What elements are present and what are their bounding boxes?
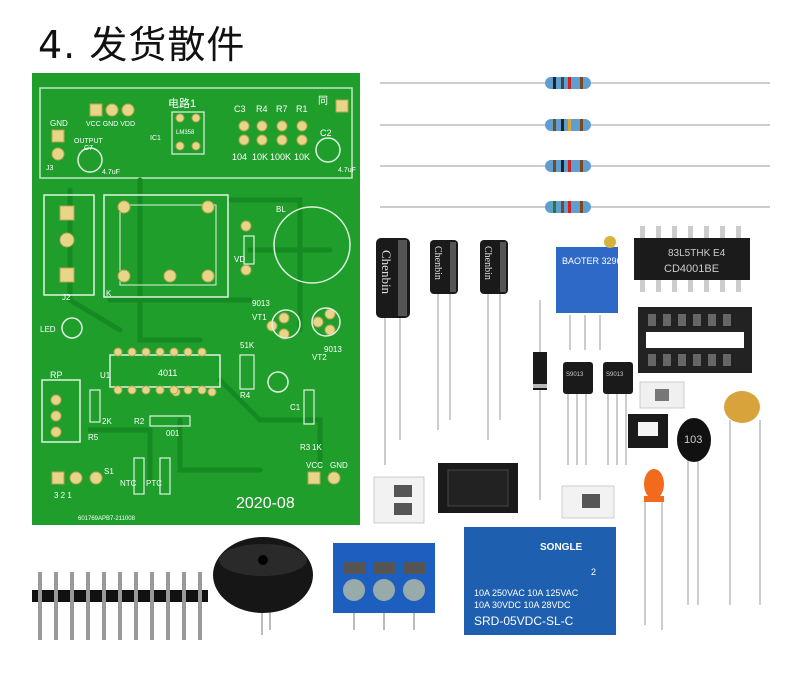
c3-label: C3 xyxy=(234,104,246,114)
s1-pins-label: 3 2 1 xyxy=(54,491,72,500)
transistor-1-label: S9013 xyxy=(566,372,584,378)
led-label: LED xyxy=(40,325,56,334)
j3-label: J3 xyxy=(46,165,54,172)
relay-rating-2: 10A 30VDC 10A 28VDC xyxy=(474,600,571,610)
ic-text-1: 83L5THK E4 xyxy=(668,248,726,259)
switches-and-ic xyxy=(373,463,615,524)
ic1-label: IC1 xyxy=(150,135,161,142)
capacitor-brand-2: Chenbin xyxy=(432,246,443,280)
value-104-label: 104 xyxy=(232,152,247,162)
1k-label: 1K xyxy=(312,443,322,452)
r5-label: R5 xyxy=(88,433,99,442)
output-label: OUTPUT xyxy=(74,138,104,145)
resistor-1 xyxy=(545,77,591,89)
bl-label: BL xyxy=(276,205,286,214)
value-10k-label: 10K xyxy=(252,152,268,162)
vcc-label: VCC xyxy=(306,461,323,470)
capacitor-brand-1: Chenbin xyxy=(379,250,394,295)
transistors: S9013 S9013 xyxy=(563,362,633,465)
tong-label: 同 xyxy=(318,95,328,107)
u1-label: U1 xyxy=(100,371,111,380)
r3-label: R3 xyxy=(300,443,311,452)
c1-label: C1 xyxy=(290,403,301,412)
r4-label: R4 xyxy=(256,104,268,114)
gnd-label: GND xyxy=(50,119,68,128)
001-label: 001 xyxy=(166,429,180,438)
buzzer xyxy=(213,537,313,635)
9013b-label: 9013 xyxy=(324,345,342,354)
electrolytic-capacitors: Chenbin Chenbin Chenbin xyxy=(376,238,508,465)
diode xyxy=(533,300,547,500)
ptc-label: PTC xyxy=(146,479,162,488)
vcc-gnd-vdd-label: VCC GND VDD xyxy=(86,121,135,128)
pcb-serial: 601769APB7-211008 xyxy=(78,516,136,522)
r2-label: R2 xyxy=(134,417,145,426)
pcb-date: 2020-08 xyxy=(236,495,295,512)
9013a-label: 9013 xyxy=(252,299,270,308)
vt1-label: VT1 xyxy=(252,313,267,322)
resistor-3 xyxy=(545,160,591,172)
dip-ic: 83L5THK E4 CD4001BE xyxy=(634,226,750,292)
transistor-2-label: S9013 xyxy=(606,372,624,378)
rp-label: RP xyxy=(50,370,63,380)
s1-label: S1 xyxy=(104,467,114,476)
2k-label: 2K xyxy=(102,417,112,426)
gnd2-label: GND xyxy=(330,461,348,470)
ntc-label: NTC xyxy=(120,479,137,488)
r4b-label: R4 xyxy=(240,391,251,400)
c7-value-label: 4.7uF xyxy=(102,169,120,176)
value-100k-label: 100K xyxy=(270,152,291,162)
relay-model: SRD-05VDC-SL-C xyxy=(474,614,574,628)
circuit-name-label: 电路1 xyxy=(168,97,196,110)
ic-text-2: CD4001BE xyxy=(664,263,719,275)
k-label: K xyxy=(106,289,112,298)
relay-ul-number: 2 xyxy=(591,567,596,577)
ic-socket xyxy=(638,307,752,373)
c2-value-label: 4.7uF xyxy=(338,167,356,174)
j2-label: J2 xyxy=(62,293,71,302)
resistor-2 xyxy=(545,119,591,131)
potentiometer: BAOTER 3296 xyxy=(556,236,622,350)
potentiometer-label: BAOTER 3296 xyxy=(562,256,622,266)
resistor-4 xyxy=(545,201,591,213)
pcb-board: 电路1 GND J3 VCC GND VDD OUTPUT C7 4.7uF I… xyxy=(32,73,360,525)
page-title: 4. 发货散件 xyxy=(38,23,246,67)
vt2-label: VT2 xyxy=(312,353,327,362)
small-parts: 103 xyxy=(628,381,761,630)
ic4011-label: 4011 xyxy=(158,368,177,378)
capacitor-brand-3: Chenbin xyxy=(482,246,493,280)
thermistor-label: 103 xyxy=(684,434,702,446)
relay-brand: SONGLE xyxy=(540,542,583,553)
relay: SONGLE 2 10A 250VAC 10A 125VAC 10A 30VDC… xyxy=(464,527,616,635)
pin-header xyxy=(32,572,208,640)
51k-label: 51K xyxy=(240,341,255,350)
r7-label: R7 xyxy=(276,104,288,114)
lm358-label: LM358 xyxy=(176,130,195,136)
screw-terminal xyxy=(333,543,435,630)
c7-label: C7 xyxy=(84,145,93,152)
value-10k2-label: 10K xyxy=(294,152,310,162)
c2-label: C2 xyxy=(320,128,332,138)
relay-rating-1: 10A 250VAC 10A 125VAC xyxy=(474,588,579,598)
resistors xyxy=(380,77,770,213)
r1-label: R1 xyxy=(296,104,308,114)
vd-label: VD xyxy=(234,255,245,264)
